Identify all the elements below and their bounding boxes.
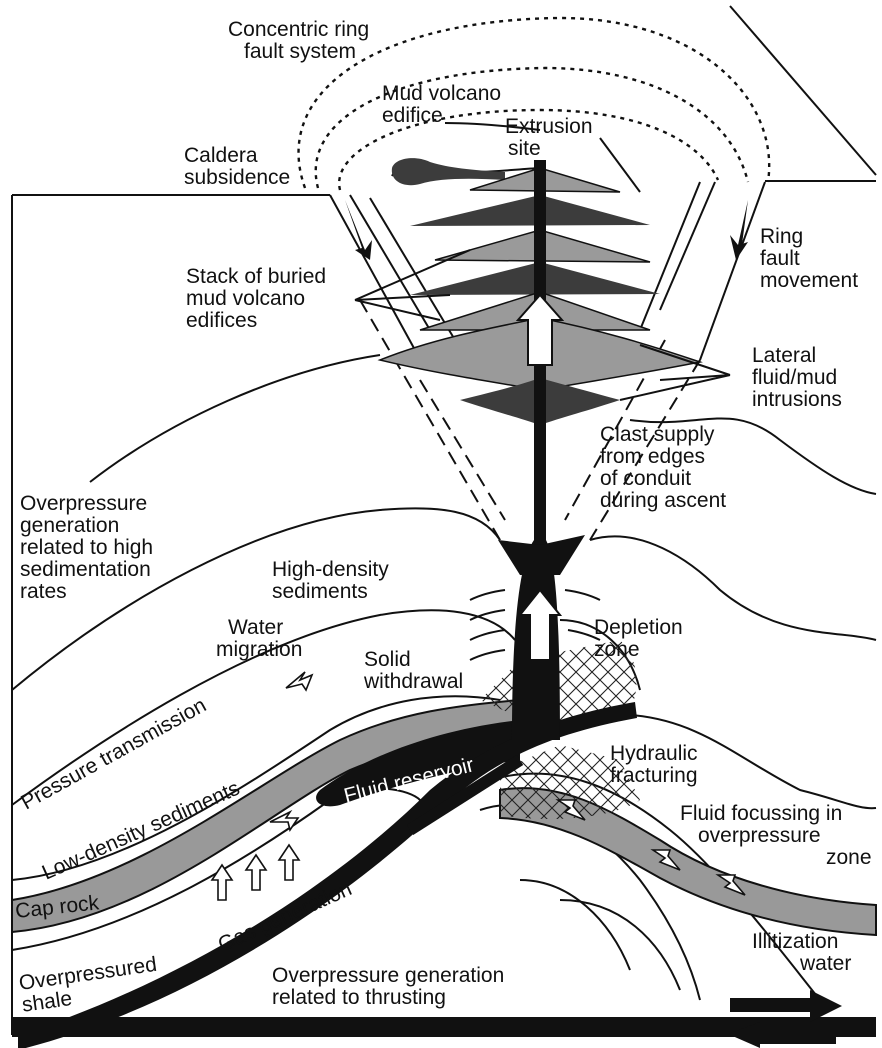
caldera-subsidence-label: Caldera subsidence — [184, 144, 290, 189]
ring-fault-movement-label: Ring fault movement — [760, 225, 858, 292]
overpressure-sedimentation-label: Overpressure generation related to high … — [20, 492, 159, 603]
hydraulic-fracturing-label: Hydraulic fracturing — [610, 742, 703, 787]
concentric-ring-faults — [299, 18, 770, 190]
stack-buried-label: Stack of buried mud volcano edifices — [186, 265, 332, 332]
overpressure-thrusting-label: Overpressure generation related to thrus… — [272, 964, 510, 1009]
pressure-transmission-label: Pressure transmission — [17, 694, 210, 815]
water-migration-label: Water migration — [216, 616, 302, 661]
mud-volcano-edifice-label: Mud volcano edifice — [382, 82, 507, 127]
concentric-ring-label: Concentric ring fault system — [228, 18, 375, 63]
ring-fault-arrow — [730, 200, 748, 260]
cap-rock-label: Cap rock — [14, 891, 100, 923]
overpressured-shale-label: Overpressured shale — [17, 952, 167, 1017]
solid-withdrawal-label: Solid withdrawal — [363, 648, 463, 693]
mud-flow-blob — [392, 158, 505, 185]
fluid-focussing-label: Fluid focussing in overpressure zone — [680, 802, 872, 869]
gas-generation-label: Gas generation — [215, 877, 356, 956]
illitization-label: Illitization water — [752, 930, 851, 975]
clast-supply-label: Clast supply from edges of conduit durin… — [600, 423, 726, 512]
high-density-label: High-density sediments — [272, 558, 395, 603]
depletion-zone-label: Depletion zone — [594, 616, 689, 661]
extrusion-site-label: Extrusion site — [505, 115, 598, 160]
lateral-intrusions-label: Lateral fluid/mud intrusions — [752, 344, 843, 411]
